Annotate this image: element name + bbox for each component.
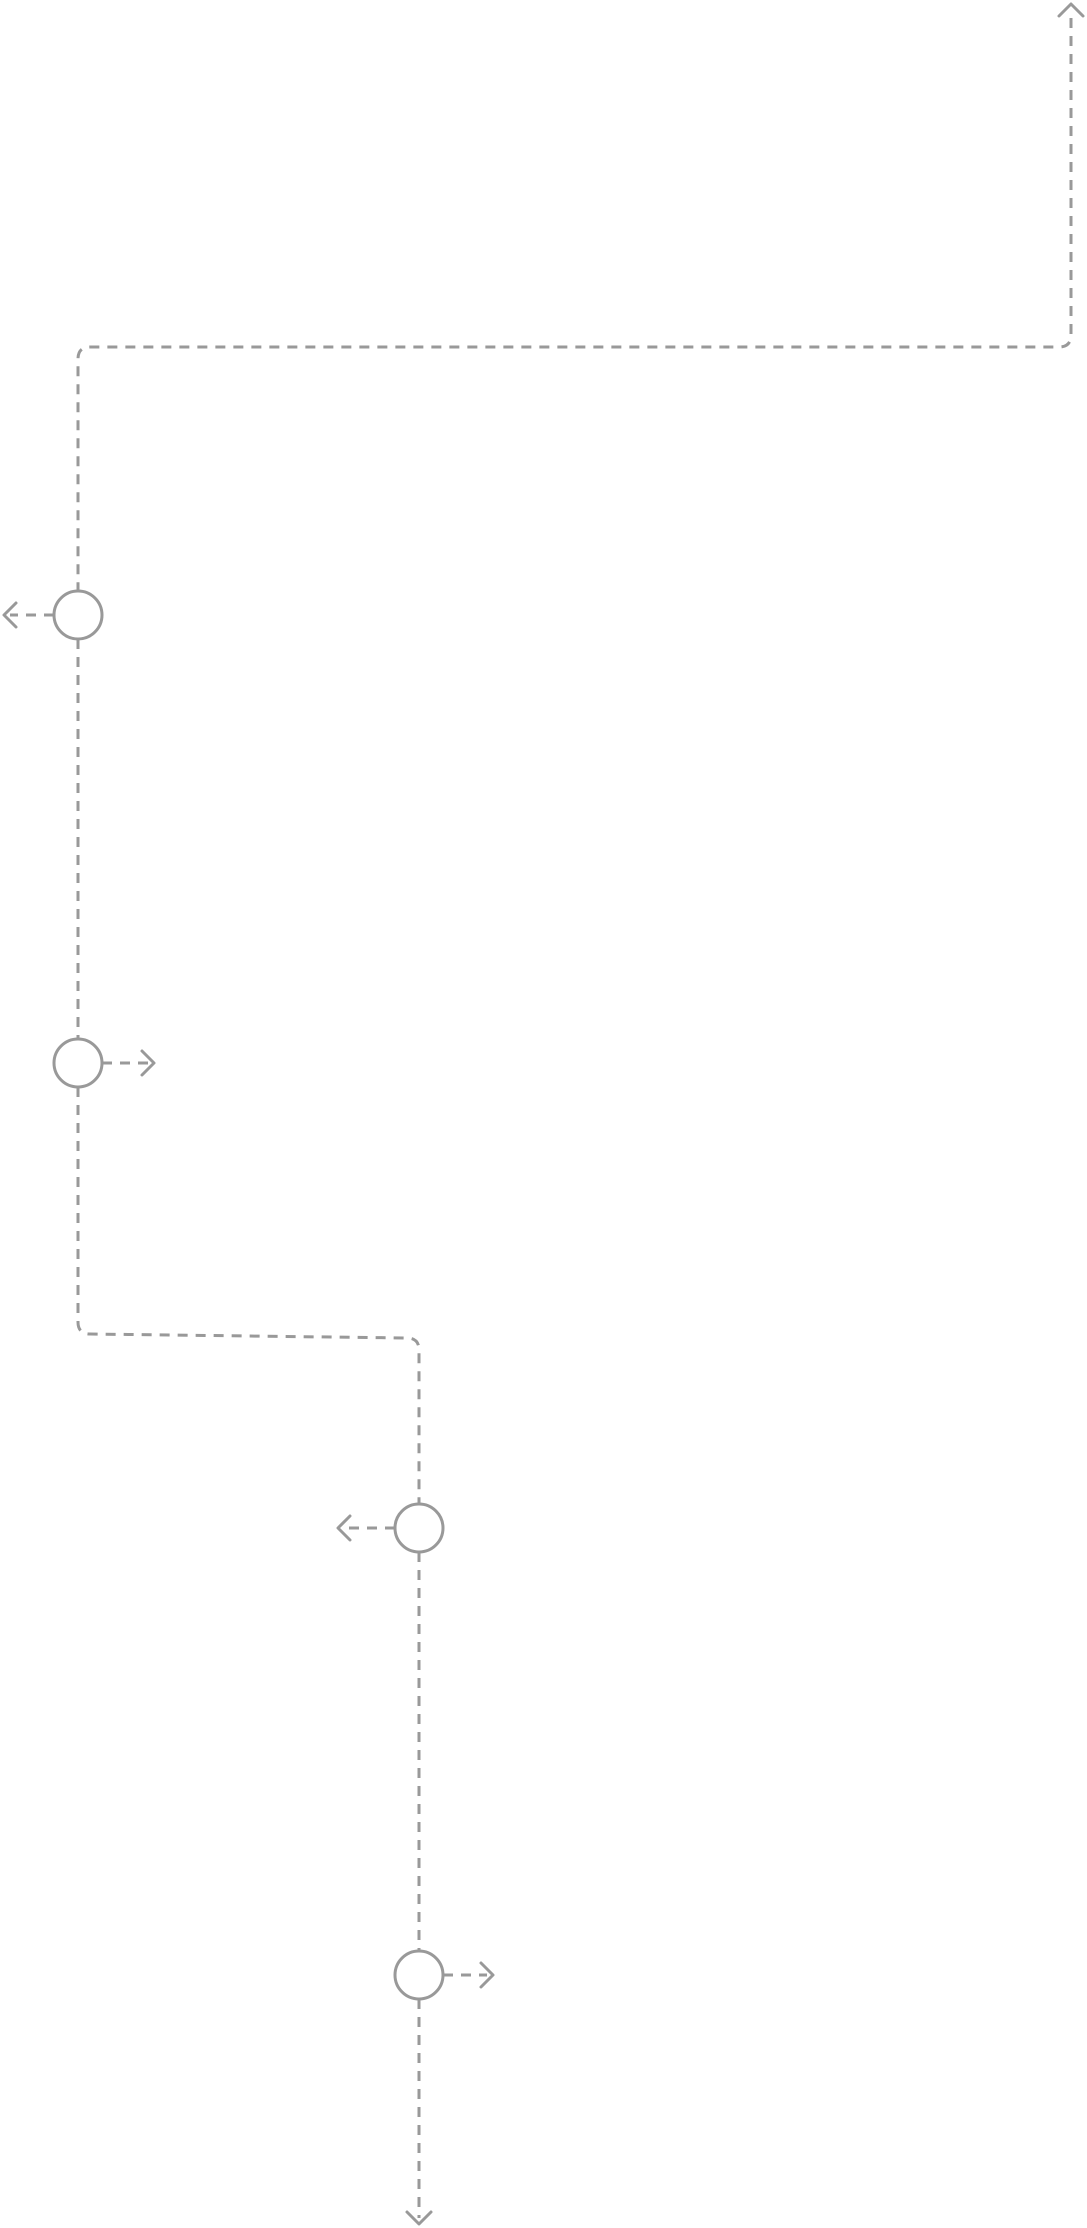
flow-node-1[interactable] xyxy=(52,589,104,641)
chevron-left-icon xyxy=(336,1514,352,1542)
chevron-right-icon xyxy=(479,1961,495,1989)
flow-node-2[interactable] xyxy=(52,1037,104,1089)
flow-node-3[interactable] xyxy=(393,1502,445,1554)
chevron-down-icon xyxy=(405,2210,433,2226)
chevron-left-icon xyxy=(2,601,18,629)
chevron-up-icon xyxy=(1057,2,1085,18)
main-connector-path xyxy=(76,18,1073,2218)
flow-node-4[interactable] xyxy=(393,1949,445,2001)
chevron-right-icon xyxy=(140,1049,156,1077)
